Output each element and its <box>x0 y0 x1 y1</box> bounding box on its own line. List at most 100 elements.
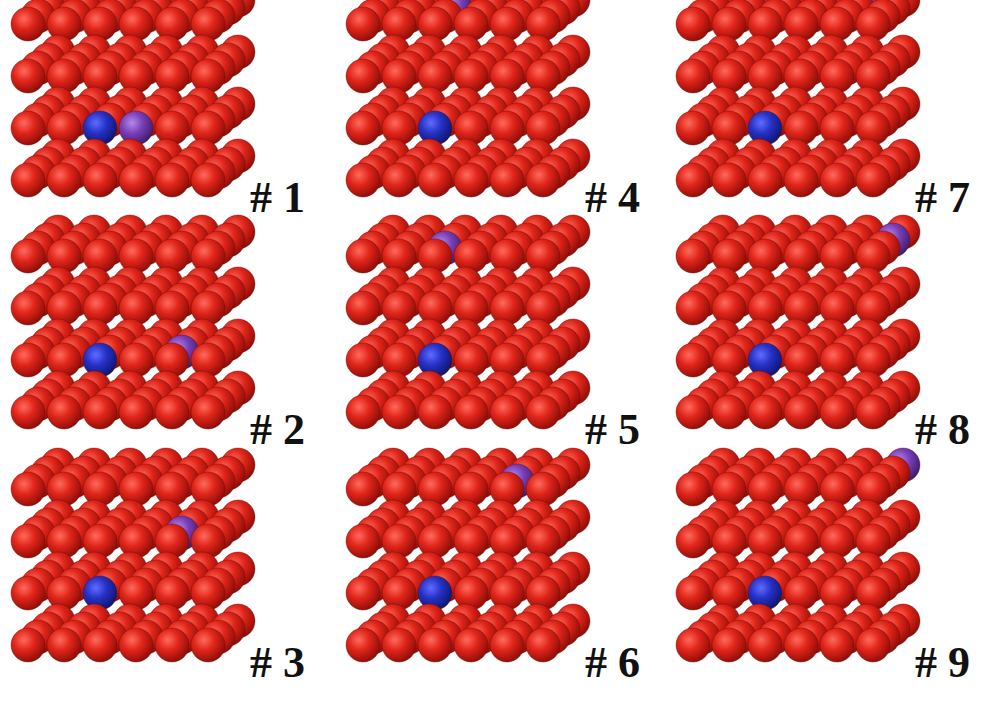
red-atom <box>346 524 380 558</box>
red-atom <box>712 628 746 662</box>
red-atom <box>11 7 45 41</box>
red-atom <box>454 163 488 197</box>
red-atom <box>676 576 710 610</box>
red-atom <box>490 628 524 662</box>
red-atom <box>155 628 189 662</box>
red-atom <box>784 628 818 662</box>
red-atom <box>346 163 380 197</box>
red-atom <box>11 472 45 506</box>
red-atom <box>11 343 45 377</box>
red-atom <box>346 576 380 610</box>
red-atom <box>11 163 45 197</box>
red-atom <box>676 395 710 429</box>
red-atom <box>676 628 710 662</box>
panel-number: # 8 <box>915 408 970 452</box>
red-atom <box>418 395 452 429</box>
red-atom <box>676 59 710 93</box>
red-atom <box>676 163 710 197</box>
red-atom <box>820 628 854 662</box>
red-atom <box>712 163 746 197</box>
panel-number: # 1 <box>250 176 305 220</box>
atom-lattice <box>346 448 590 662</box>
panel-number: # 6 <box>585 641 640 685</box>
red-atom <box>346 291 380 325</box>
red-atom <box>47 395 81 429</box>
red-atom <box>454 395 488 429</box>
red-atom <box>346 111 380 145</box>
atom-lattice <box>676 215 920 429</box>
red-atom <box>155 395 189 429</box>
red-atom <box>784 395 818 429</box>
red-atom <box>11 524 45 558</box>
red-atom <box>454 628 488 662</box>
red-atom <box>748 163 782 197</box>
red-atom <box>676 524 710 558</box>
red-atom <box>856 628 890 662</box>
red-atom <box>83 628 117 662</box>
red-atom <box>820 163 854 197</box>
red-atom <box>490 395 524 429</box>
red-atom <box>346 343 380 377</box>
red-atom <box>119 628 153 662</box>
red-atom <box>346 7 380 41</box>
red-atom <box>11 111 45 145</box>
atom-lattice <box>11 0 255 197</box>
red-atom <box>676 472 710 506</box>
red-atom <box>346 239 380 273</box>
red-atom <box>346 395 380 429</box>
red-atom <box>346 628 380 662</box>
red-atom <box>191 163 225 197</box>
red-atom <box>748 395 782 429</box>
red-atom <box>856 163 890 197</box>
red-atom <box>382 628 416 662</box>
panel-number: # 3 <box>250 641 305 685</box>
atom-lattice <box>346 215 590 429</box>
panel-number: # 5 <box>585 408 640 452</box>
red-atom <box>526 395 560 429</box>
red-atom <box>676 291 710 325</box>
red-atom <box>490 163 524 197</box>
red-atom <box>820 395 854 429</box>
atom-lattice <box>11 448 255 662</box>
red-atom <box>784 163 818 197</box>
panel-number: # 2 <box>250 408 305 452</box>
red-atom <box>526 628 560 662</box>
panel-number: # 4 <box>585 176 640 220</box>
red-atom <box>676 239 710 273</box>
red-atom <box>83 395 117 429</box>
red-atom <box>418 628 452 662</box>
red-atom <box>382 163 416 197</box>
red-atom <box>47 628 81 662</box>
red-atom <box>47 163 81 197</box>
red-atom <box>155 163 189 197</box>
red-atom <box>526 163 560 197</box>
red-atom <box>712 395 746 429</box>
red-atom <box>676 343 710 377</box>
red-atom <box>11 628 45 662</box>
red-atom <box>191 395 225 429</box>
red-atom <box>119 163 153 197</box>
red-atom <box>856 395 890 429</box>
red-atom <box>346 472 380 506</box>
red-atom <box>11 395 45 429</box>
red-atom <box>119 395 153 429</box>
red-atom <box>191 628 225 662</box>
atom-lattice <box>11 215 255 429</box>
atom-lattice <box>676 448 920 662</box>
red-atom <box>11 239 45 273</box>
red-atom <box>346 59 380 93</box>
red-atom <box>676 7 710 41</box>
red-atom <box>11 291 45 325</box>
red-atom <box>676 111 710 145</box>
panel-number: # 7 <box>915 176 970 220</box>
panel-number: # 9 <box>915 641 970 685</box>
red-atom <box>11 59 45 93</box>
red-atom <box>382 395 416 429</box>
atom-lattice <box>676 0 920 197</box>
atom-lattice <box>346 0 590 197</box>
red-atom <box>83 163 117 197</box>
red-atom <box>11 576 45 610</box>
red-atom <box>418 163 452 197</box>
